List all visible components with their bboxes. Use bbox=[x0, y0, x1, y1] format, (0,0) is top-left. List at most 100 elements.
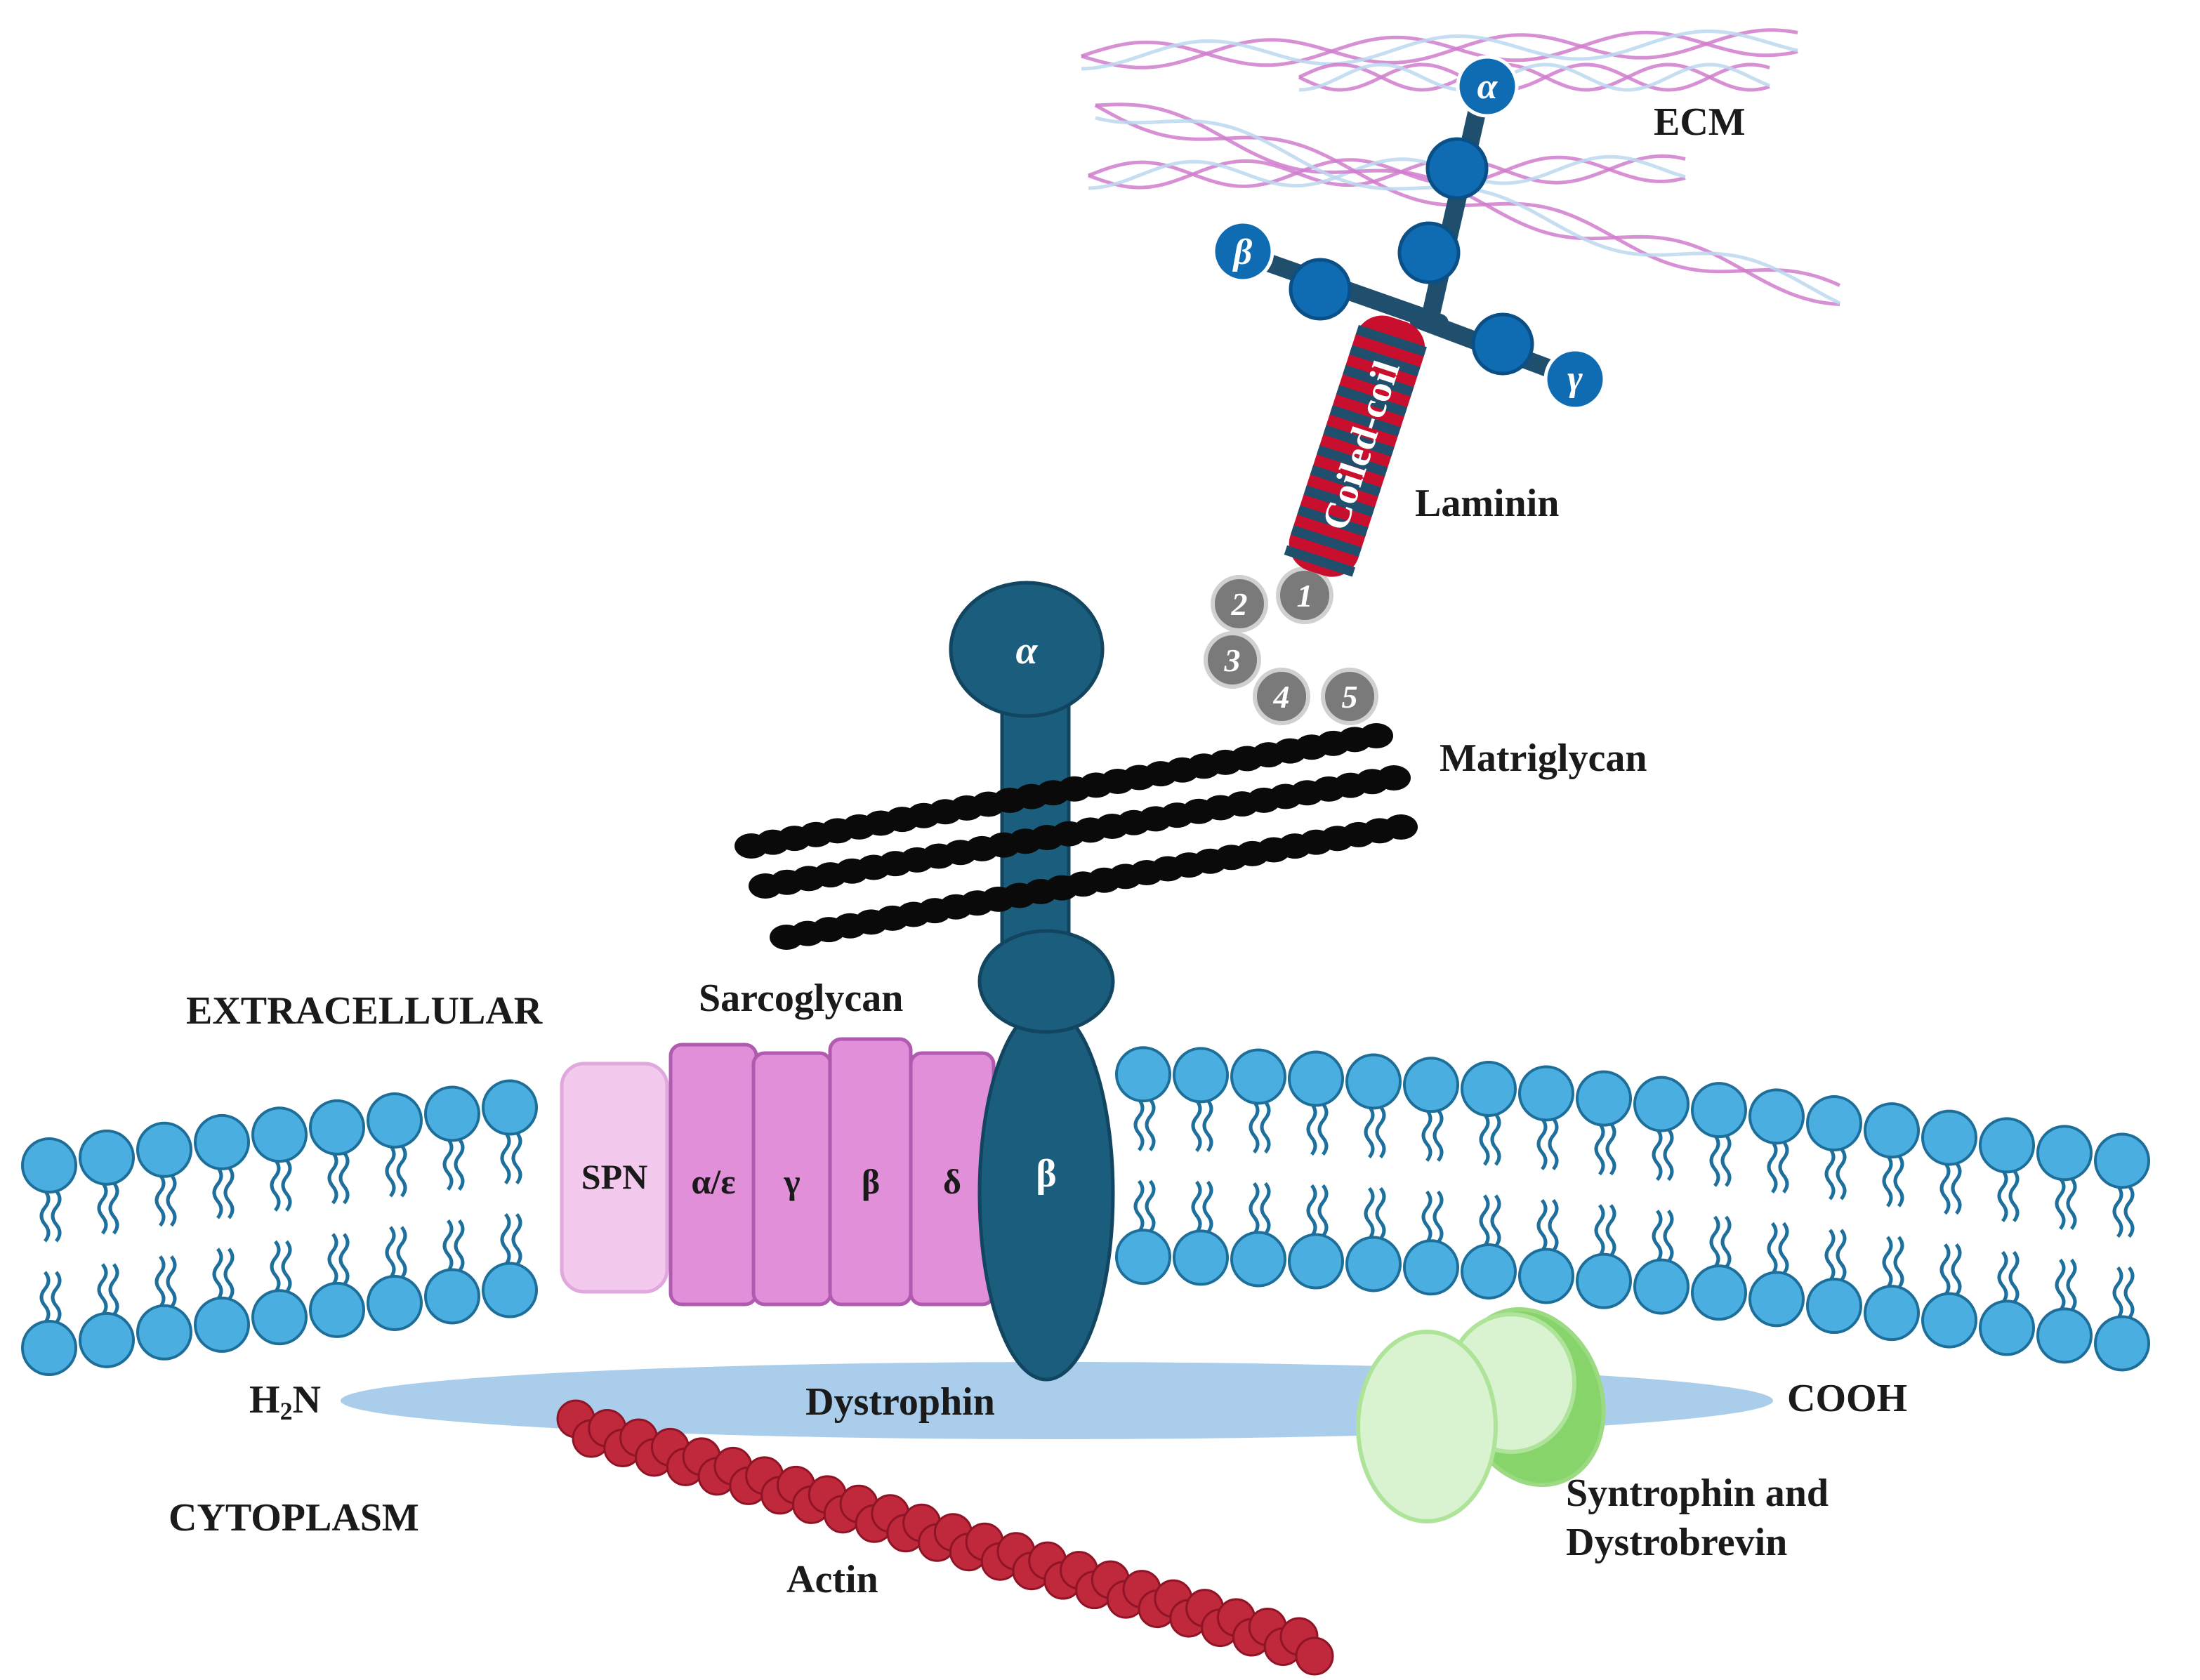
laminin-label: Laminin bbox=[1415, 482, 1559, 525]
lipid-head bbox=[251, 1106, 308, 1163]
lipid-head bbox=[1288, 1233, 1344, 1290]
lipid-head bbox=[2036, 1307, 2093, 1364]
cooh-label: COOH bbox=[1787, 1377, 1907, 1420]
lipid-head bbox=[1403, 1239, 1459, 1296]
lipid-tail bbox=[1249, 1182, 1260, 1236]
lipid-tail bbox=[51, 1271, 62, 1324]
lipid-tail bbox=[442, 1219, 454, 1273]
alpha-dystroglycan-n-domain bbox=[949, 581, 1105, 718]
ecm-fiber-strand bbox=[1088, 154, 1686, 190]
svg-text:4: 4 bbox=[1273, 679, 1290, 715]
coil-stripe bbox=[1329, 404, 1401, 437]
actin-label: Actin bbox=[786, 1558, 878, 1601]
lipid-head bbox=[1518, 1065, 1574, 1122]
coil-stripe bbox=[1349, 345, 1421, 377]
lipid-tail bbox=[454, 1137, 465, 1191]
lipid-tail bbox=[270, 1158, 281, 1212]
lipid-head bbox=[1691, 1264, 1747, 1321]
laminin-ball bbox=[1471, 312, 1534, 376]
lipid-tail bbox=[154, 1255, 166, 1309]
lipid-tail bbox=[1133, 1179, 1145, 1233]
ecm-fiber-strand bbox=[1081, 29, 1798, 71]
lipid-tail bbox=[1364, 1186, 1375, 1241]
lipid-tail bbox=[1652, 1210, 1663, 1263]
lipid-tail bbox=[1364, 1105, 1375, 1159]
lipid-tail bbox=[1490, 1113, 1501, 1166]
lipid-tail bbox=[1939, 1162, 1951, 1215]
lipid-tail bbox=[385, 1144, 396, 1198]
lipid-head bbox=[309, 1281, 365, 1338]
lipid-head bbox=[1979, 1299, 2035, 1356]
laminin-gamma-ball bbox=[1543, 348, 1607, 411]
lipid-tail bbox=[1594, 1204, 1605, 1257]
lipid-head bbox=[424, 1268, 480, 1325]
lipid-tail bbox=[97, 1263, 108, 1316]
lipid-head bbox=[21, 1320, 77, 1376]
lipid-head bbox=[1173, 1047, 1229, 1104]
lipid-tail bbox=[2123, 1184, 2135, 1238]
lipid-tail bbox=[166, 1174, 177, 1227]
lipid-head bbox=[1633, 1258, 1689, 1315]
lipid-tail bbox=[212, 1166, 223, 1219]
ecm-fiber-strand bbox=[1094, 103, 1841, 287]
ecm-fiber-strand bbox=[1298, 62, 1770, 92]
laminin-coiled-coil bbox=[1284, 315, 1427, 577]
actin-filament bbox=[556, 1399, 1334, 1676]
lipid-tail bbox=[1709, 1215, 1720, 1269]
lipid-head bbox=[79, 1311, 135, 1368]
coil-stripe bbox=[1343, 364, 1414, 397]
lipid-tail bbox=[1260, 1100, 1271, 1154]
lipid-tail bbox=[2112, 1184, 2123, 1238]
laminin-ball bbox=[1289, 258, 1352, 321]
lipid-tail bbox=[1836, 1147, 1847, 1201]
lipid-tail bbox=[442, 1137, 454, 1191]
dystrophin-label: Dystrophin bbox=[805, 1380, 995, 1424]
syntrophin-label-line1: Syntrophin and bbox=[1566, 1471, 1829, 1515]
lipid-head bbox=[2036, 1125, 2093, 1182]
lipid-tail bbox=[1939, 1243, 1951, 1297]
lipid-tail bbox=[2055, 1258, 2066, 1311]
lipid-tail bbox=[51, 1189, 62, 1243]
lipid-tail bbox=[500, 1212, 511, 1266]
lipid-tail bbox=[327, 1233, 338, 1286]
lipid-head bbox=[1115, 1229, 1171, 1285]
lipid-tail bbox=[1375, 1186, 1386, 1241]
lipid-head bbox=[1633, 1076, 1689, 1132]
lipid-tail bbox=[1778, 1140, 1789, 1193]
matriglycan-sugar bbox=[1384, 814, 1418, 840]
laminin-ball bbox=[1397, 221, 1461, 284]
spn-label: SPN bbox=[581, 1157, 647, 1196]
lipid-head bbox=[2094, 1315, 2150, 1372]
lipid-tail bbox=[500, 1131, 511, 1185]
svg-text:2: 2 bbox=[1231, 586, 1248, 622]
svg-text:1: 1 bbox=[1297, 578, 1313, 614]
lipid-tail bbox=[396, 1226, 407, 1279]
lipid-head bbox=[1921, 1109, 1977, 1166]
lipid-tail bbox=[1893, 1236, 1904, 1289]
lipid-tail bbox=[1548, 1117, 1559, 1171]
lipid-tail bbox=[1306, 1184, 1317, 1238]
lipid-tail bbox=[1997, 1169, 2008, 1222]
lipid-head bbox=[1461, 1243, 1517, 1299]
coil-stripe bbox=[1323, 425, 1395, 457]
lipid-tail bbox=[1652, 1128, 1663, 1182]
extracellular-label: EXTRACELLULAR bbox=[186, 989, 543, 1033]
lipid-tail bbox=[1432, 1190, 1444, 1243]
lipid-head bbox=[367, 1274, 423, 1331]
lipid-tail bbox=[1432, 1109, 1444, 1162]
lipid-tail bbox=[1249, 1100, 1260, 1154]
lipid-tail bbox=[1709, 1134, 1720, 1187]
laminin-gamma-label: γ bbox=[1567, 359, 1583, 399]
h2n-label: H2N bbox=[249, 1378, 321, 1425]
lipid-tail bbox=[1421, 1190, 1432, 1243]
lipid-tail bbox=[1605, 1204, 1616, 1257]
lipid-tail bbox=[1663, 1210, 1674, 1263]
lipid-head bbox=[1576, 1252, 1632, 1309]
lipid-head bbox=[1864, 1102, 1920, 1159]
lipid-head bbox=[1403, 1057, 1459, 1113]
lg-domain: 5 bbox=[1321, 668, 1378, 725]
lipid-tail bbox=[1145, 1098, 1156, 1151]
lipid-head bbox=[1230, 1231, 1286, 1288]
ecm-fiber-strand bbox=[1298, 62, 1770, 92]
matriglycan-sugar bbox=[1377, 765, 1411, 791]
